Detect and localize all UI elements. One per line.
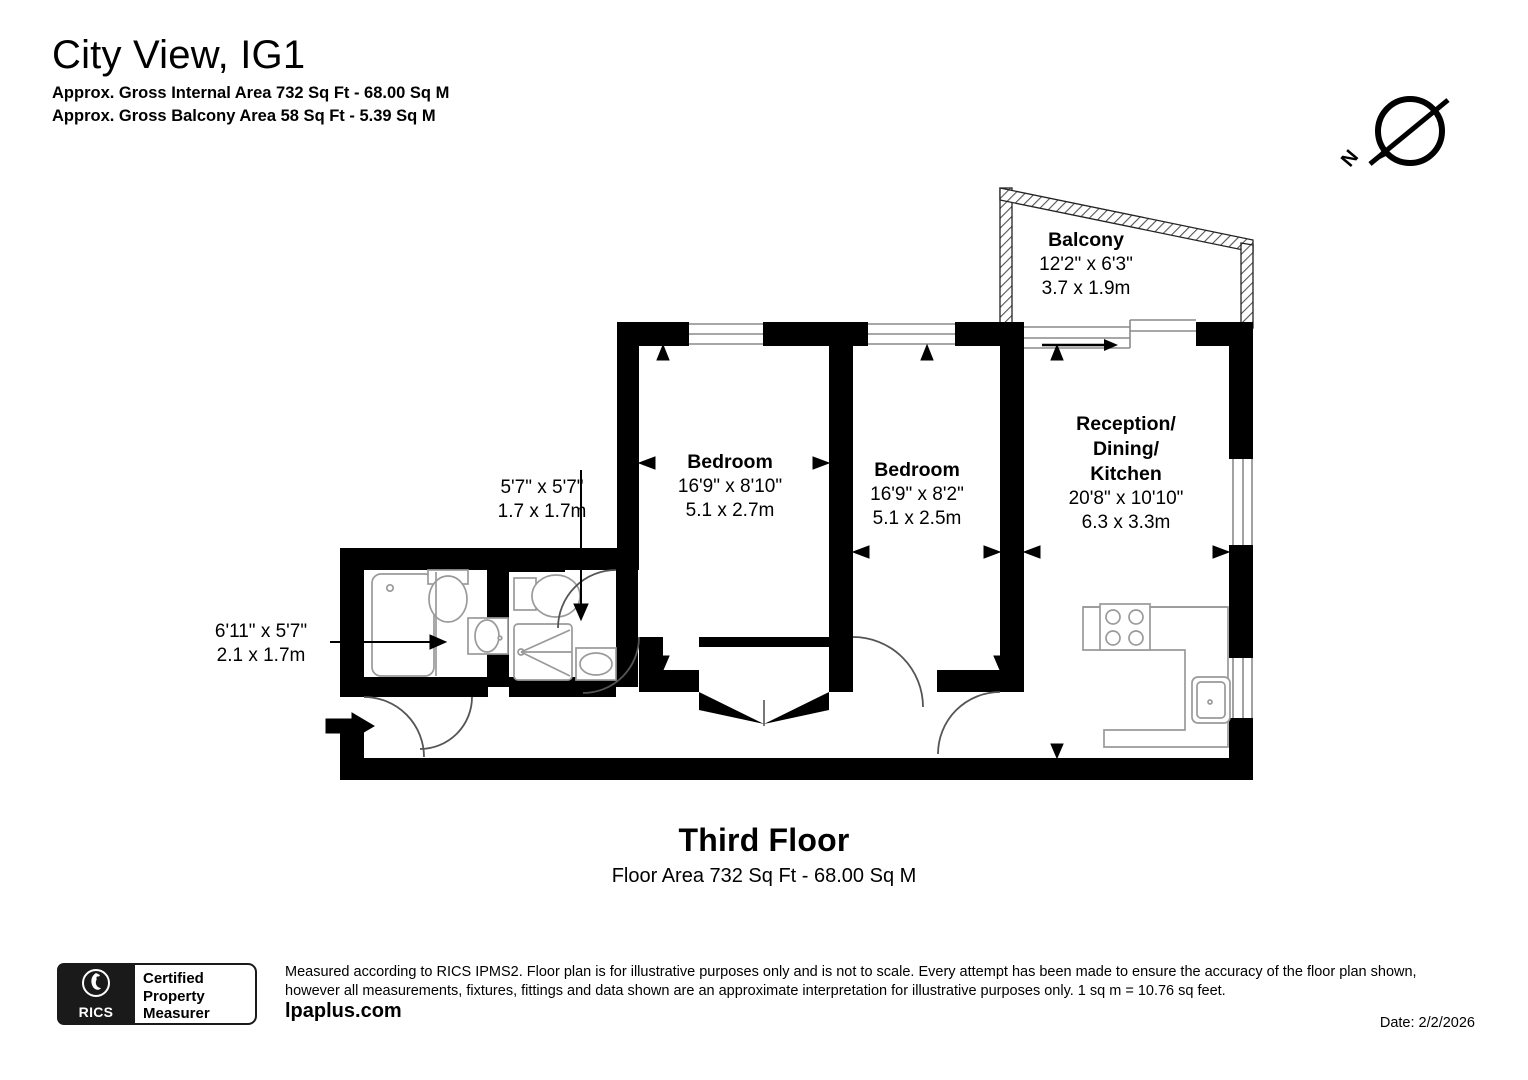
disclaimer-line-1: Measured according to RICS IPMS2. Floor … [285, 964, 1417, 980]
balcony-area-text: Approx. Gross Balcony Area 58 Sq Ft - 5.… [52, 107, 436, 126]
date-text: Date: 2/2/2026 [1379, 1015, 1475, 1031]
badge-line-3: Measurer [143, 1005, 210, 1023]
website-link[interactable]: lpaplus.com [285, 1000, 402, 1022]
bedroom1-door-swing [582, 636, 640, 694]
reception-name-line2: Dining/ [1092, 437, 1160, 460]
bedroom1-dim-ft: 16'9" x 8'10" [677, 475, 783, 497]
exterior-walls [340, 322, 1253, 780]
disclaimer: Measured according to RICS IPMS2. Floor … [285, 963, 1475, 1002]
room-label-reception: Reception/ Dining/ Kitchen 20'8" x 10'10… [1031, 412, 1221, 535]
toilet-icon [428, 575, 468, 623]
bedroom2-dim-m: 5.1 x 2.5m [872, 508, 962, 530]
hob-icon [1099, 603, 1151, 651]
page-title: City View, IG1 [52, 33, 306, 77]
floor-caption: Third Floor Floor Area 732 Sq Ft - 68.00… [0, 822, 1528, 888]
rics-lion-icon [82, 969, 110, 997]
balcony-door-arrow [1042, 339, 1118, 351]
room-label-balcony: Balcony 12'2" x 6'3" 3.7 x 1.9m [1000, 228, 1172, 302]
bedroom2-name: Bedroom [874, 459, 960, 481]
reception-door-swing [937, 691, 1001, 755]
washbasin-icon [467, 617, 509, 655]
kitchen-fixtures [1082, 603, 1231, 748]
header-block: City View, IG1 Approx. Gross Internal Ar… [52, 34, 449, 129]
badge-line-1: Certified [143, 970, 204, 987]
shower-basin-icon [575, 647, 617, 681]
bathroom-dim-ft: 6'11" x 5'7" [214, 621, 308, 642]
room-label-bedroom1: Bedroom 16'9" x 8'10" 5.1 x 2.7m [640, 450, 820, 524]
cupboard-doors [699, 692, 829, 726]
sink-icon [1191, 676, 1231, 724]
balcony-sliding-door [1010, 319, 1196, 349]
shower-dim-ft: 5'7" x 5'7" [500, 477, 584, 498]
floor-area: Floor Area 732 Sq Ft - 68.00 Sq M [611, 865, 917, 887]
bathroom-dim-m: 2.1 x 1.7m [216, 645, 306, 667]
disclaimer-line-2: however all measurements, fixtures, fitt… [285, 983, 1226, 1000]
room-label-shower: 5'7" x 5'7" 1.7 x 1.7m [484, 476, 600, 525]
internal-area-text: Approx. Gross Internal Area 732 Sq Ft - … [52, 84, 450, 102]
rics-badge: RICS Certified Property Measurer [57, 963, 257, 1025]
door-swings [363, 569, 1001, 758]
balcony-dim-m: 3.7 x 1.9m [1041, 278, 1131, 300]
room-label-bedroom2: Bedroom 16'9" x 8'2" 5.1 x 2.5m [831, 458, 1003, 532]
reception-dim-ft: 20'8" x 10'10" [1068, 487, 1184, 509]
floor-name: Third Floor [678, 822, 850, 858]
bathtub-icon [371, 573, 435, 677]
reception-name-line3: Kitchen [1090, 462, 1162, 485]
footer: RICS Certified Property Measurer Measure… [0, 952, 1528, 1072]
badge-line-2: Property [143, 987, 205, 1005]
balcony-dim-ft: 12'2" x 6'3" [1039, 253, 1133, 275]
rics-logo-block: RICS [57, 963, 135, 1025]
bedroom2-dim-ft: 16'9" x 8'2" [870, 483, 964, 505]
bathroom-fixtures [371, 569, 509, 677]
shower-room-fixtures [513, 574, 617, 681]
dimension-arrows [325, 343, 1231, 760]
reception-name-line1: Reception/ [1076, 413, 1176, 435]
kitchen-worktop [1082, 606, 1229, 748]
bedroom1-dim-m: 5.1 x 2.7m [685, 500, 775, 522]
shower-toilet-icon [531, 574, 581, 618]
shower-room-door-swing [557, 569, 617, 629]
bedroom1-name: Bedroom [687, 451, 773, 473]
rics-mark: RICS [78, 1004, 114, 1020]
compass-rose: N [1328, 88, 1478, 184]
reception-dim-m: 6.3 x 3.3m [1081, 512, 1171, 534]
room-label-bathroom: 6'11" x 5'7" 2.1 x 1.7m [196, 620, 326, 669]
shower-toilet-cistern-icon [513, 577, 537, 611]
rics-badge-text: Certified Property Measurer [135, 963, 257, 1025]
shower-tray-icon [513, 623, 573, 681]
bedroom2-door-swing [852, 636, 924, 708]
toilet-cistern-icon [427, 569, 469, 585]
entrance-door-swing [363, 696, 425, 758]
bathroom-door-swing [419, 696, 473, 750]
svg-text:N: N [1337, 146, 1363, 171]
balcony-name: Balcony [1048, 229, 1124, 251]
shower-dim-m: 1.7 x 1.7m [497, 501, 587, 523]
